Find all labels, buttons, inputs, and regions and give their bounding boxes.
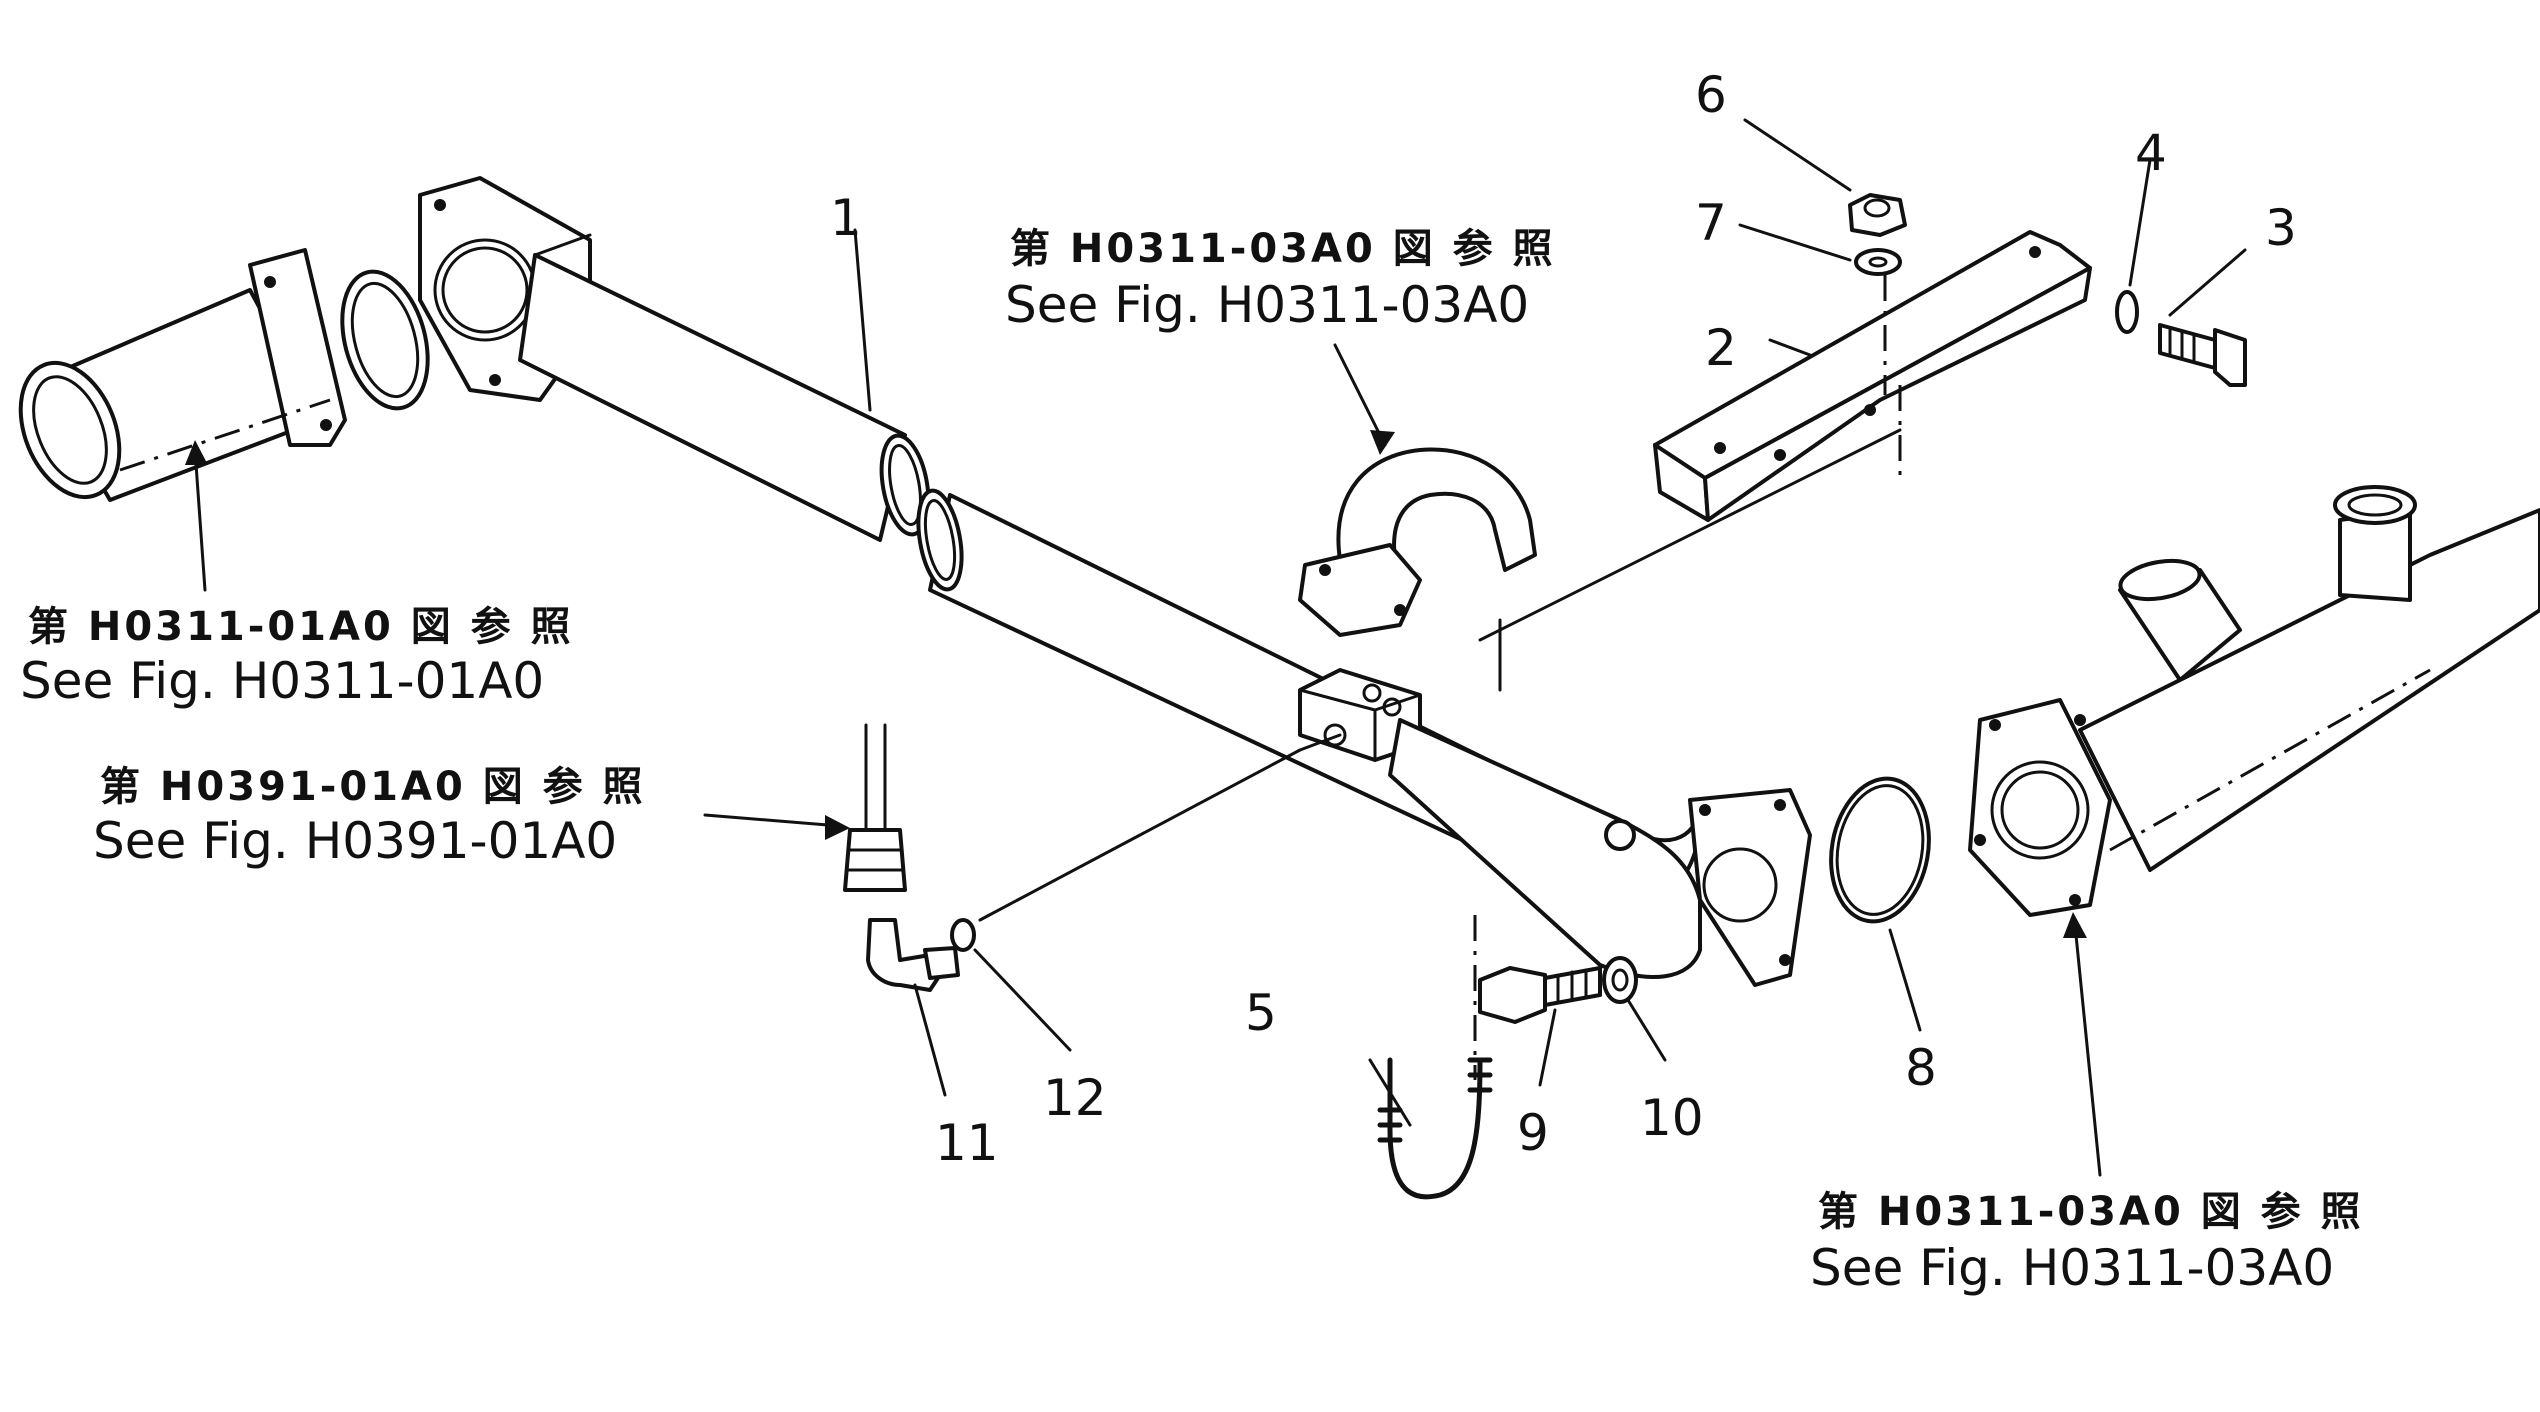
part-number-7: 7: [1695, 194, 1727, 252]
washer-part-4: [2115, 290, 2139, 334]
part-number-4: 4: [2135, 124, 2167, 182]
elbow-fitting-part-11: [866, 918, 960, 992]
part-number-9: 9: [1517, 1104, 1549, 1162]
bracket-part-2: [1478, 230, 2092, 642]
fitting-reference-h0391: [843, 723, 907, 892]
leader-lines: [853, 118, 2247, 1127]
part-number-5: 5: [1245, 984, 1277, 1042]
ref-bottom-right-jp: 第 H0311-03A0 図 参 照: [1818, 1189, 2364, 1235]
part-number-12: 12: [1043, 1069, 1107, 1127]
part-number-10: 10: [1640, 1089, 1704, 1147]
ref-bottom-right-en: See Fig. H0311-03A0: [1810, 1239, 2334, 1297]
ref-left-jp: 第 H0311-01A0 図 参 照: [28, 604, 574, 650]
u-bolt-part-5: [1377, 1057, 1493, 1200]
reference-arrows: [185, 343, 2102, 1177]
o-ring-part-12: [950, 918, 976, 952]
ref-left-en: See Fig. H0311-01A0: [20, 652, 544, 710]
ref-top-jp: 第 H0311-03A0 図 参 照: [1010, 226, 1556, 272]
leader-line: [1298, 733, 1342, 752]
part-number-8: 8: [1905, 1039, 1937, 1097]
part-number-2: 2: [1705, 319, 1737, 377]
reference-annotations: 第 H0311-03A0 図 参 照 See Fig. H0311-03A0 第…: [20, 226, 2364, 1297]
ref-fitting-jp: 第 H0391-01A0 図 参 照: [100, 764, 646, 810]
bolt-part-9: [1478, 966, 1602, 1024]
part-number-labels: 1 2 3 4 5 6 7 8 9 10 11 12: [830, 66, 2297, 1172]
washer-part-7: [1854, 248, 1902, 276]
part-number-11: 11: [935, 1114, 999, 1172]
bolt-part-3: [2158, 323, 2247, 387]
left-inlet-tube: [18, 248, 430, 502]
right-header-pipe: [1498, 485, 2540, 917]
ref-fitting-en: See Fig. H0391-01A0: [93, 812, 617, 870]
upper-elbow-reference-part: [1298, 447, 1537, 637]
part-number-6: 6: [1695, 66, 1727, 124]
nut-part-6: [1848, 193, 1907, 237]
o-ring-part-8: [1829, 776, 1931, 924]
ref-top-en: See Fig. H0311-03A0: [1005, 276, 1529, 334]
part-number-3: 3: [2265, 199, 2297, 257]
pipe-section-with-block: [916, 488, 1812, 987]
main-pipe-part-1: [418, 176, 931, 542]
part-number-1: 1: [830, 189, 862, 247]
washer-part-10: [1602, 956, 1638, 1004]
leader-line: [978, 748, 1302, 922]
